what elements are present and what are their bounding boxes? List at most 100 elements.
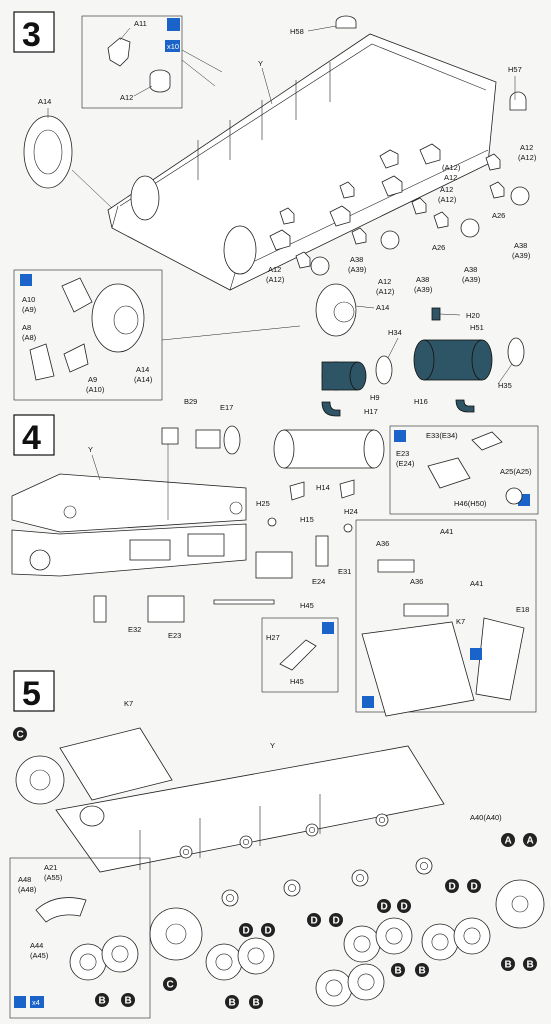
badge-circle [467, 879, 481, 893]
svg-text:E23: E23 [396, 449, 409, 458]
roadwheel [375, 813, 389, 827]
svg-text:A9: A9 [88, 375, 97, 384]
roadwheel-hub [431, 933, 449, 951]
badge-circle [225, 995, 239, 1009]
svg-text:E31: E31 [338, 567, 351, 576]
badge-circle [397, 899, 411, 913]
roadwheel-hub [357, 973, 375, 991]
badge-circle [445, 879, 459, 893]
svg-text:K7: K7 [456, 617, 465, 626]
svg-text:(A48): (A48) [18, 885, 37, 894]
roadwheel-hub [243, 838, 250, 845]
badge-circle [415, 963, 429, 977]
svg-text:(A39): (A39) [462, 275, 481, 284]
badge-circle [501, 833, 515, 847]
svg-text:(E24): (E24) [396, 459, 415, 468]
roadwheel-hub [420, 862, 428, 870]
svg-text:H20: H20 [466, 311, 480, 320]
svg-text:(A12): (A12) [518, 153, 537, 162]
badge-letter-b: B [505, 960, 512, 971]
roadwheel [375, 917, 413, 955]
roadwheel [305, 823, 319, 837]
svg-text:H34: H34 [388, 328, 402, 337]
badge-circle [391, 963, 405, 977]
svg-text:A25(A25): A25(A25) [500, 467, 532, 476]
svg-text:(A55): (A55) [44, 873, 63, 882]
badge-letter-b: B [125, 996, 132, 1007]
badge-letter-c: C [17, 730, 24, 741]
svg-text:E33(E34): E33(E34) [426, 431, 458, 440]
svg-text:A44: A44 [30, 941, 43, 950]
roadwheel-hub [308, 826, 315, 833]
badge-circle [377, 899, 391, 913]
svg-text:H46(H50): H46(H50) [454, 499, 487, 508]
svg-text:(A39): (A39) [414, 285, 433, 294]
svg-text:A10: A10 [22, 295, 35, 304]
badge-letter-d: D [243, 926, 250, 937]
svg-text:A12: A12 [268, 265, 281, 274]
svg-text:H14: H14 [316, 483, 330, 492]
svg-text:A12: A12 [520, 143, 533, 152]
svg-text:Y: Y [258, 59, 263, 68]
step-number-5: 5 [22, 675, 41, 713]
badge-circle [523, 833, 537, 847]
badge-letter-b: B [253, 998, 260, 1009]
svg-text:H24: H24 [344, 507, 358, 516]
roadwheel [237, 937, 275, 975]
svg-text:Y: Y [88, 445, 93, 454]
svg-text:A41: A41 [470, 579, 483, 588]
svg-text:H25: H25 [256, 499, 270, 508]
badge-letter-b: B [395, 966, 402, 977]
badge-circle [261, 923, 275, 937]
roadwheel [347, 963, 385, 1001]
muffler-assembled: H14 H15 H25 H24 [256, 429, 385, 533]
roadwheel [69, 943, 107, 981]
roadwheel [421, 923, 459, 961]
badge-letter-d: D [311, 916, 318, 927]
roadwheel-hub [111, 945, 129, 963]
svg-text:A14: A14 [376, 303, 389, 312]
roadwheel [343, 925, 381, 963]
svg-text:A14: A14 [136, 365, 149, 374]
svg-text:H45: H45 [300, 601, 314, 610]
badge-circle [13, 727, 27, 741]
badge-circle [501, 957, 515, 971]
inset-h27: H27 H45 [261, 617, 339, 693]
badge-letter-b: B [527, 960, 534, 971]
svg-text:H45: H45 [290, 677, 304, 686]
inset-a11-a12: A11 A12 x10 [81, 15, 223, 109]
roadwheel [101, 935, 139, 973]
svg-text:A38: A38 [350, 255, 363, 264]
roadwheel [283, 879, 301, 897]
svg-text:H16: H16 [414, 397, 428, 406]
badge-circle [329, 913, 343, 927]
svg-text:A12: A12 [120, 93, 133, 102]
inset-sprocket-detail: A10 (A9) A8 (A8) A14 (A14) A9 (A10) [13, 269, 301, 401]
roadwheel-hub [325, 979, 343, 997]
part-a14-right: A14 [315, 283, 389, 337]
inset-e33: E33(E34) E23 (E24) A25(A25) H46(H50) [389, 425, 539, 515]
svg-text:A40(A40): A40(A40) [470, 813, 502, 822]
badge-letter-d: D [381, 902, 388, 913]
badge-letter-b: B [99, 996, 106, 1007]
roadwheel [315, 969, 353, 1007]
roadwheel-hub [288, 884, 296, 892]
svg-text:(A8): (A8) [22, 333, 37, 342]
svg-text:(A12): (A12) [442, 163, 461, 172]
exhaust-muffler: H20 H34 H51 H35 H9 H17 H16 [321, 307, 525, 417]
badge-circle [95, 993, 109, 1007]
svg-text:A12: A12 [378, 277, 391, 286]
part-h58: H58 [290, 15, 357, 36]
svg-text:H35: H35 [498, 381, 512, 390]
badge-circle [307, 913, 321, 927]
roadwheel-hub [353, 935, 371, 953]
svg-text:A26: A26 [492, 211, 505, 220]
svg-text:H15: H15 [300, 515, 314, 524]
roadwheel-hub [385, 927, 403, 945]
svg-text:H17: H17 [364, 407, 378, 416]
engine-deck-parts: E24 E31 E32 E23 H45 [93, 535, 351, 640]
svg-text:(A9): (A9) [22, 305, 37, 314]
